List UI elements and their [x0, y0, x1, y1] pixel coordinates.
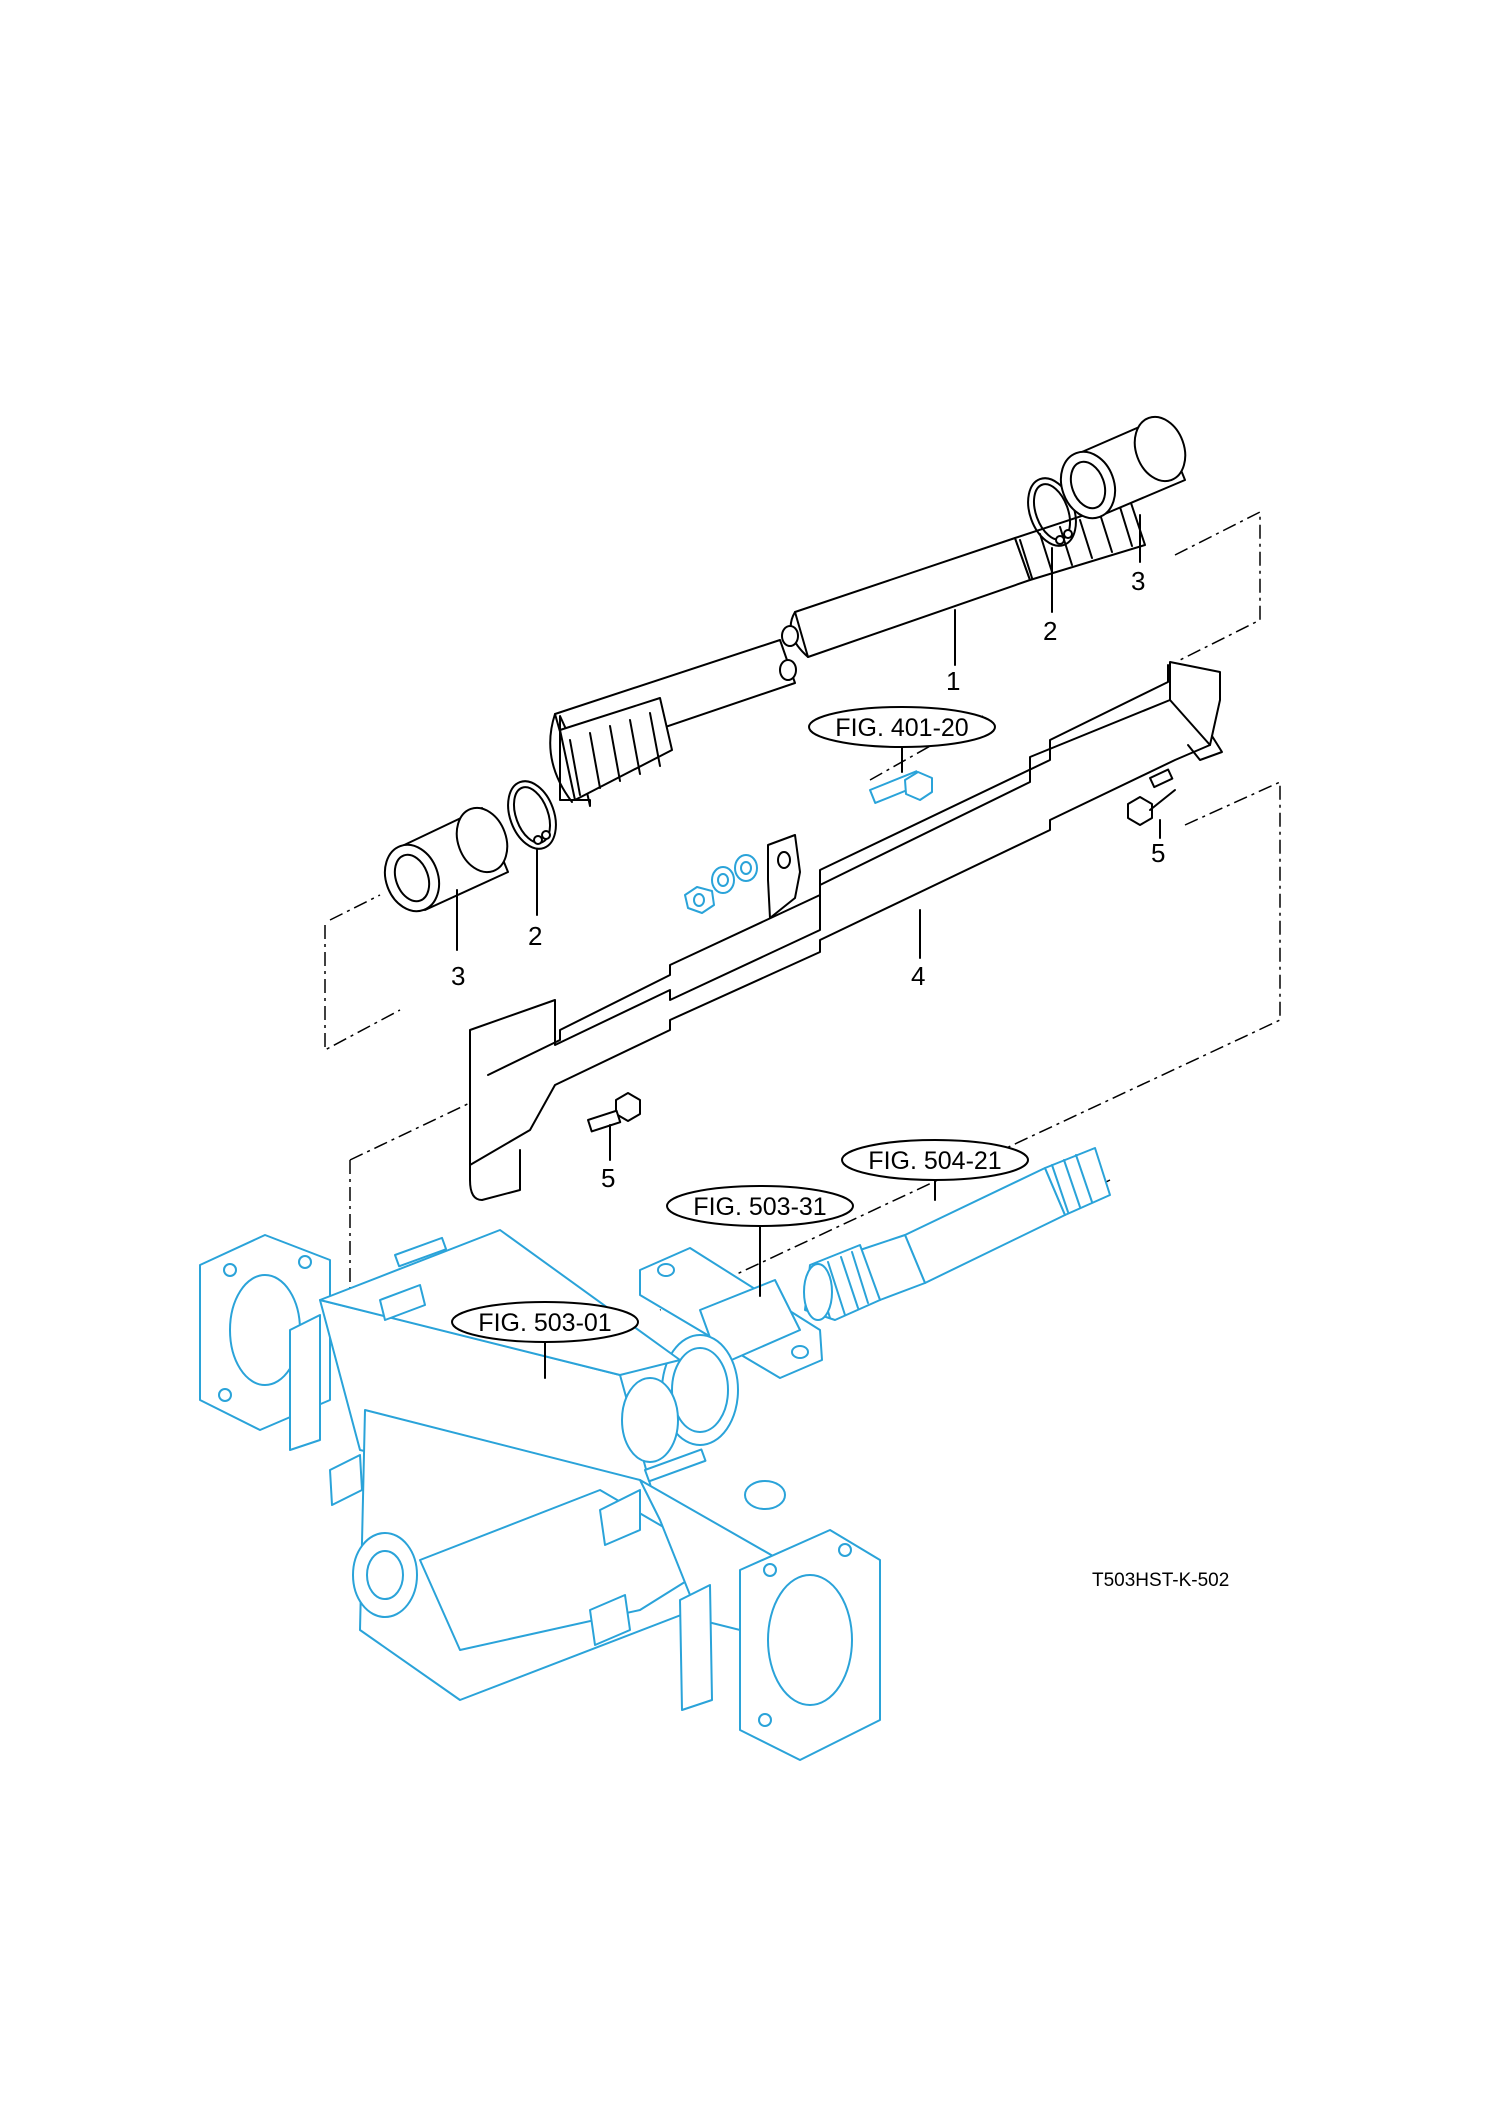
coupling-part-3-left: [383, 806, 509, 913]
figure-reference-401-20: FIG. 401-20: [808, 706, 996, 748]
bearing-housing: [639, 1247, 823, 1446]
callout-3-right: 3: [1131, 566, 1145, 596]
callout-4: 4: [911, 961, 925, 991]
axle-housing: [199, 1229, 881, 1761]
callouts: 1 2 3 2 3 4 5 5: [451, 566, 1165, 1193]
shaft-part-1: [549, 499, 1146, 807]
figure-reference-503-01: FIG. 503-01: [451, 1301, 639, 1343]
coupling-part-3-right: [1059, 415, 1187, 520]
snap-ring-part-2-left: [507, 780, 557, 850]
callout-2-left: 2: [528, 921, 542, 951]
callout-5-left: 5: [601, 1163, 615, 1193]
callout-1: 1: [946, 666, 960, 696]
cover-part-4: [469, 661, 1223, 1201]
svg-text:FIG. 503-01: FIG. 503-01: [478, 1309, 611, 1337]
callout-5-right: 5: [1151, 838, 1165, 868]
drawing-code: T503HST-K-502: [1092, 1570, 1229, 1591]
callout-3-left: 3: [451, 961, 465, 991]
svg-text:FIG. 503-31: FIG. 503-31: [693, 1193, 826, 1221]
svg-text:FIG. 504-21: FIG. 504-21: [868, 1147, 1001, 1175]
bolt-part-5-right: [1127, 768, 1176, 826]
figure-reference-503-31: FIG. 503-31: [666, 1185, 854, 1227]
bolt-part-5-left: [587, 1092, 641, 1133]
leader-lines: [456, 514, 1161, 1379]
pinion-shaft: [803, 1147, 1111, 1321]
svg-text:FIG. 401-20: FIG. 401-20: [835, 714, 968, 742]
figure-reference-504-21: FIG. 504-21: [841, 1139, 1029, 1181]
bolt-nut-washer-set: [684, 770, 933, 914]
callout-2-right: 2: [1043, 616, 1057, 646]
